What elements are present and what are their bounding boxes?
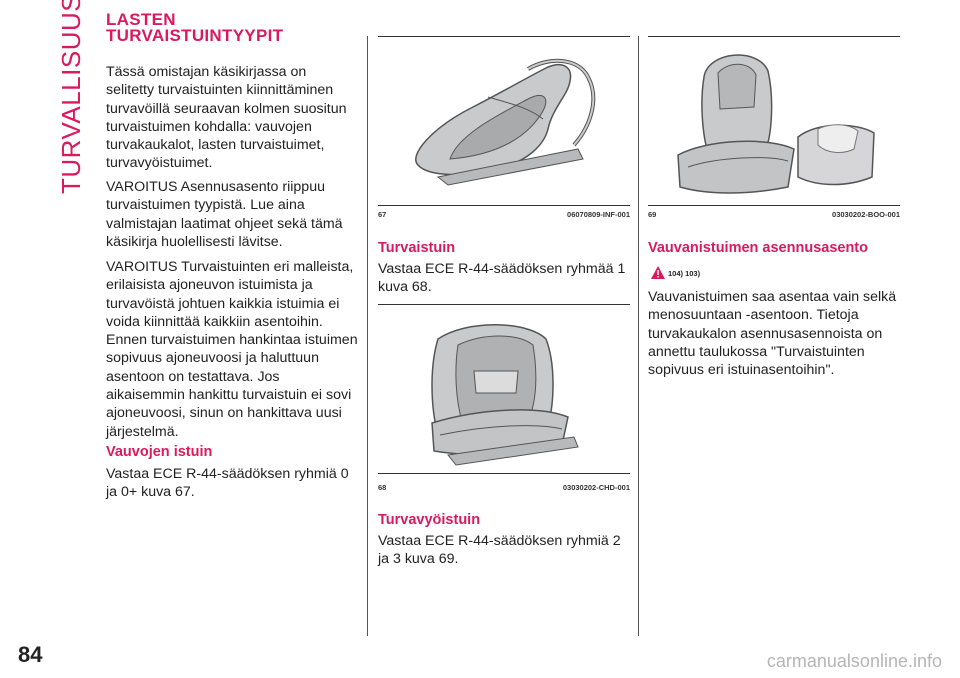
section-heading-line2: TURVAISTUINTYYPIT [106,26,284,45]
warning-reference: 104) 103) [648,266,900,280]
infant-seat-text: Vastaa ECE R-44-säädöksen ryhmiä 0 ja 0+… [106,466,349,501]
warning-triangle-icon [651,266,665,279]
section-side-label-text: TURVALLISUUS [56,0,86,194]
warning-refs: 104) 103) [668,269,701,278]
figure-code: 03030202-BOO-001 [832,210,900,219]
subheading-child-seat: Turvaistuin [378,240,456,256]
page-number: 84 [18,642,43,667]
infant-carrier-illustration [415,58,596,186]
figure-number: 67 [378,210,387,219]
column-divider [367,36,368,636]
footer-watermark: carmanualsonline.info [766,651,942,671]
booster-seats-illustration [677,54,875,194]
figure-68-child-seat [378,304,630,474]
child-seat-illustration [431,324,579,466]
intro-paragraph: Tässä omistajan käsikirjassa on selitett… [106,64,347,172]
booster-seat-text: Vastaa ECE R-44-säädöksen ryhmiä 2 ja 3 … [378,533,621,568]
child-seat-text: Vastaa ECE R-44-säädöksen ryhmää 1 kuva … [378,261,626,296]
figure-code: 06070809-INF-001 [567,210,630,219]
section-heading: LASTEN TURVAISTUINTYYPIT [106,10,284,45]
subheading-booster-seat: Turvavyöistuin [378,512,481,528]
warning-paragraph-2: VAROITUS Turvaistuinten eri malleista, e… [106,259,358,440]
column-divider [638,36,639,636]
section-side-label: TURVALLISUUS [56,0,86,194]
warning-paragraph-1: VAROITUS Asennusasento riippuu turvaistu… [106,179,343,250]
subheading-infant-seat: Vauvojen istuin [106,444,213,460]
subheading-infant-seat-position: Vauvanistuimen asennusasento [648,240,868,256]
figure-number: 68 [378,483,387,492]
figure-67-infant-carrier [378,36,630,206]
figure-number: 69 [648,210,657,219]
infant-seat-position-text: Vauvanistuimen saa asentaa vain selkä me… [648,289,897,379]
figure-code: 03030202-CHD-001 [562,483,630,492]
figure-69-booster-seats [648,36,900,206]
section-heading-line1: LASTEN [106,10,176,29]
